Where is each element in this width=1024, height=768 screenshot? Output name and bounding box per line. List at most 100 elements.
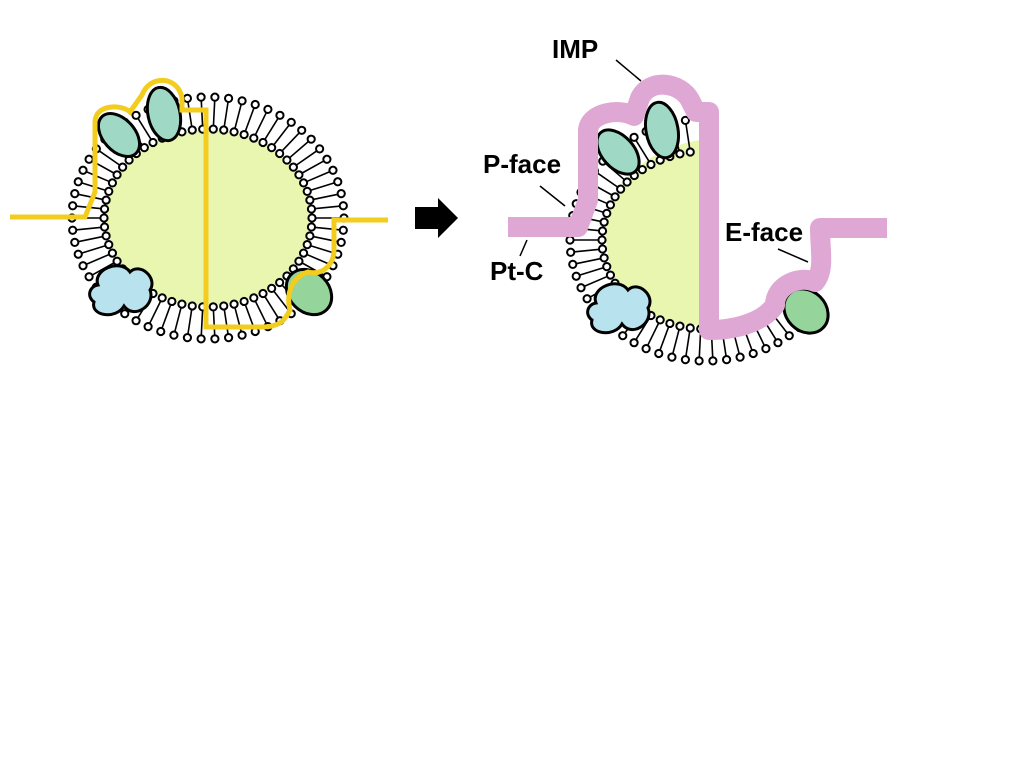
membrane-protein-teal (595, 128, 641, 176)
lipid-head (599, 253, 609, 263)
lipid-head (250, 99, 260, 110)
lipid-head (157, 293, 167, 303)
lipid-head (599, 217, 609, 227)
lipid-head (297, 125, 307, 135)
lipid-tail (685, 124, 691, 149)
lipid-tail (187, 102, 193, 127)
lipid-tail (576, 257, 601, 265)
lipid-head (78, 165, 88, 175)
lipid-tail (187, 309, 193, 334)
lipid-tail (306, 171, 330, 183)
lipid-tail (685, 331, 691, 356)
lipid-head (131, 316, 141, 326)
leader-imp (615, 59, 642, 82)
lipid-head (708, 356, 718, 366)
right-arrow-icon (415, 198, 458, 238)
lipid-head (685, 147, 695, 157)
lipid-head (685, 323, 695, 333)
lipid-head (263, 104, 273, 114)
lipid-head (187, 301, 197, 311)
membrane-protein-teal (644, 100, 680, 160)
lipid-head (322, 154, 332, 164)
lipid-head (602, 208, 612, 218)
lipid-tail (281, 132, 300, 152)
lipid-head (748, 348, 758, 359)
lipid-tail (264, 118, 279, 140)
lipid-head (735, 352, 745, 362)
lipid-head (306, 134, 316, 144)
lipid-head (239, 296, 249, 307)
lipid-head (675, 321, 685, 331)
lipid-head (219, 301, 229, 311)
lipid-tail (86, 253, 110, 265)
lipid-head (156, 326, 166, 337)
lipid-tail (212, 101, 216, 126)
lipid-head (305, 195, 315, 205)
lipid-head (99, 222, 110, 232)
lipid-tail (302, 160, 324, 174)
lipid-tail (579, 267, 604, 276)
lipid-head (571, 271, 581, 281)
lipid-tail (306, 253, 330, 265)
lipid-head (665, 318, 675, 329)
lipid-tail (315, 205, 340, 210)
lipid-head (267, 283, 277, 293)
label-pt-c: Pt-C (490, 256, 544, 286)
lipid-head (70, 189, 80, 199)
lipid-head (187, 125, 197, 135)
lipid-head (576, 283, 586, 293)
leader-p-face (539, 185, 566, 207)
lipid-head (104, 186, 114, 196)
membrane-protein-teal (96, 112, 142, 158)
lipid-head (68, 225, 78, 235)
lipid-head (597, 226, 608, 236)
lipid-tail (200, 101, 204, 126)
lipid-head (249, 293, 259, 303)
lipid-head (229, 299, 239, 309)
lipid-head (131, 110, 141, 120)
lipid-head (298, 178, 309, 188)
lipid-tail (149, 301, 162, 324)
lipid-tail (234, 104, 242, 129)
lipid-tail (244, 108, 255, 132)
lipid-head (237, 96, 247, 106)
lipid-head (338, 225, 348, 235)
lipid-head (112, 170, 122, 180)
lipid-head (721, 355, 732, 365)
lipid-tail (212, 310, 216, 335)
lipid-head (565, 235, 575, 245)
lipid-tail (659, 326, 670, 350)
lipid-head (84, 272, 94, 282)
lipid-tail (289, 141, 309, 159)
lipid-head (70, 237, 80, 247)
lipid-head (315, 144, 325, 154)
lipid-head (229, 127, 239, 137)
lipid-head (196, 92, 206, 102)
label-p-face: P-face (483, 149, 561, 179)
lipid-head (680, 355, 691, 365)
lipid-head (605, 270, 616, 280)
lipid-head (629, 338, 639, 348)
lipid-tail (672, 329, 680, 354)
lipid-head (336, 189, 346, 199)
lipid-tail (310, 245, 335, 254)
lipid-tail (273, 124, 290, 145)
lipid-tail (254, 112, 267, 135)
lipid-tail (254, 301, 267, 324)
lipid-head (773, 338, 783, 348)
lipid-head (618, 331, 628, 341)
lipid-head (139, 143, 149, 153)
lipid-head (566, 247, 576, 257)
lipid-head (288, 162, 298, 172)
lipid-head (73, 177, 83, 187)
lipid-head (107, 178, 118, 188)
lipid-head (675, 149, 685, 159)
lipid-head (302, 240, 312, 250)
lipid-head (275, 110, 285, 120)
lipid-head (568, 259, 578, 269)
membrane-protein-blue (88, 264, 154, 317)
lipid-head (637, 165, 647, 175)
lipid-head (208, 302, 218, 312)
lipid-head (582, 294, 592, 304)
lipid-tail (86, 171, 110, 183)
